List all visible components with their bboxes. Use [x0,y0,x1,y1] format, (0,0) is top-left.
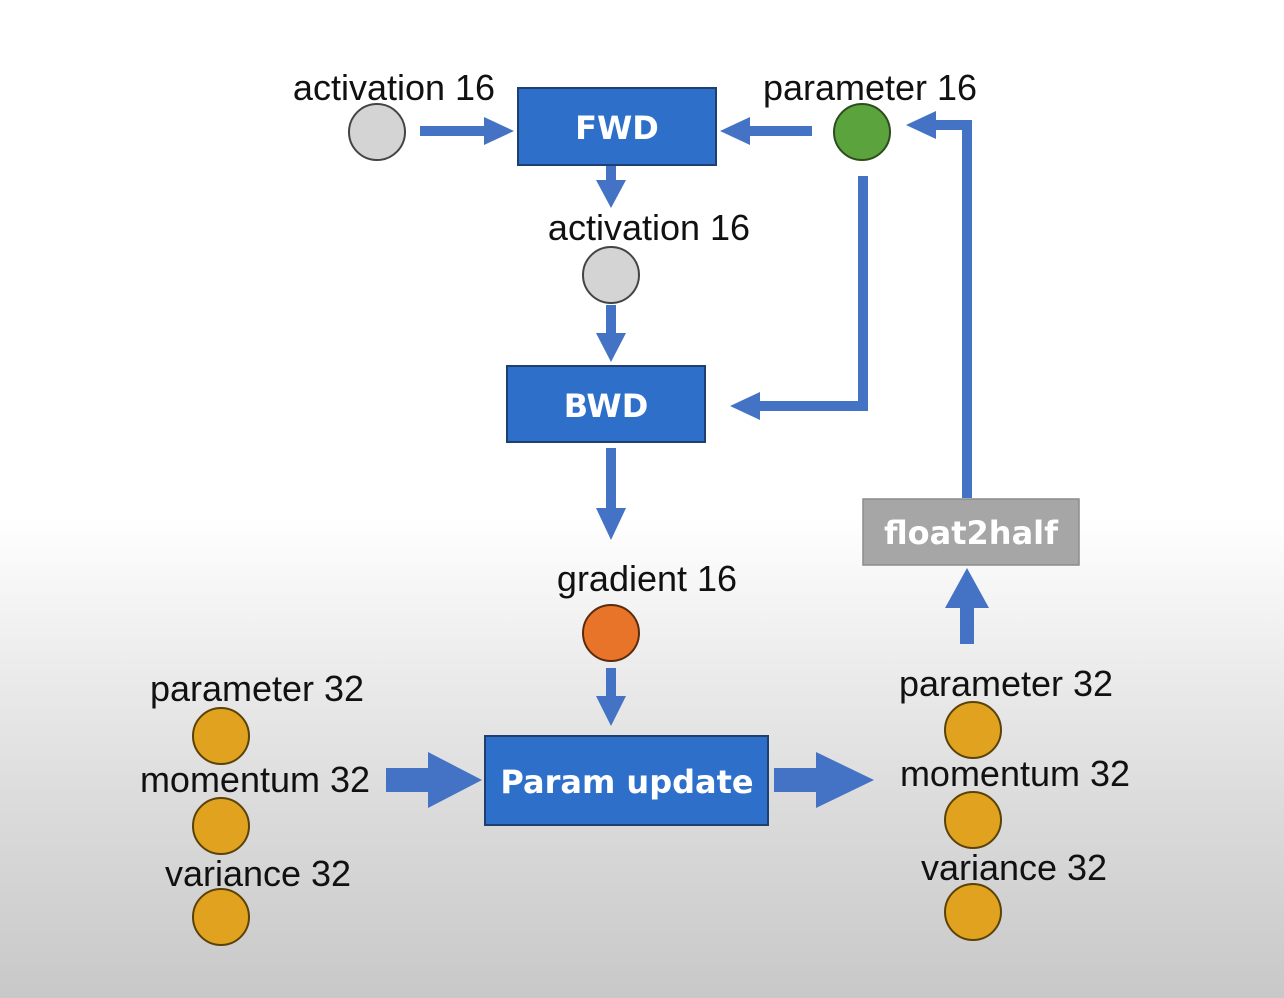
activation-output-label: activation 16 [548,207,750,248]
parameter16-node [833,103,891,161]
right-parameter32-node [944,701,1002,759]
right-momentum32-label: momentum 32 [900,753,1130,794]
activation-output-node [582,246,640,304]
left-parameter32-label: parameter 32 [150,668,364,709]
arrow-bwd-to-gradient [596,448,626,540]
arrow-gradient-to-param-update [596,668,626,726]
float2half-label: float2half [884,514,1059,552]
arrow-activation-to-fwd [420,117,514,145]
arrow-fp32-states-to-param-update [386,752,482,808]
gradient-node [582,604,640,662]
arrow-parameter16-to-fwd [720,117,812,145]
fwd-label: FWD [575,109,659,147]
parameter16-label: parameter 16 [763,67,977,108]
arrow-float2half-to-parameter16 [906,111,972,498]
right-variance32-label: variance 32 [921,847,1107,888]
right-momentum32-node [944,791,1002,849]
arrow-fwd-to-activation [596,166,626,208]
fwd-box: FWD [517,87,717,166]
left-variance32-label: variance 32 [165,853,351,894]
left-momentum32-label: momentum 32 [140,759,370,800]
arrow-parameter16-to-bwd [730,176,868,420]
activation-input-label: activation 16 [293,67,495,108]
left-momentum32-node [192,797,250,855]
left-variance32-node [192,888,250,946]
float2half-box: float2half [862,498,1080,566]
activation-input-node [348,103,406,161]
left-parameter32-node [192,707,250,765]
gradient-label: gradient 16 [557,558,737,599]
arrow-parameter32-to-float2half [945,568,989,644]
right-variance32-node [944,883,1002,941]
right-parameter32-label: parameter 32 [899,663,1113,704]
bwd-box: BWD [506,365,706,443]
connectors [386,111,989,808]
param-update-label: Param update [500,763,753,801]
param-update-box: Param update [484,735,769,826]
arrow-activation-to-bwd [596,305,626,362]
bwd-label: BWD [564,387,649,425]
arrow-param-update-to-fp32-states [774,752,874,808]
